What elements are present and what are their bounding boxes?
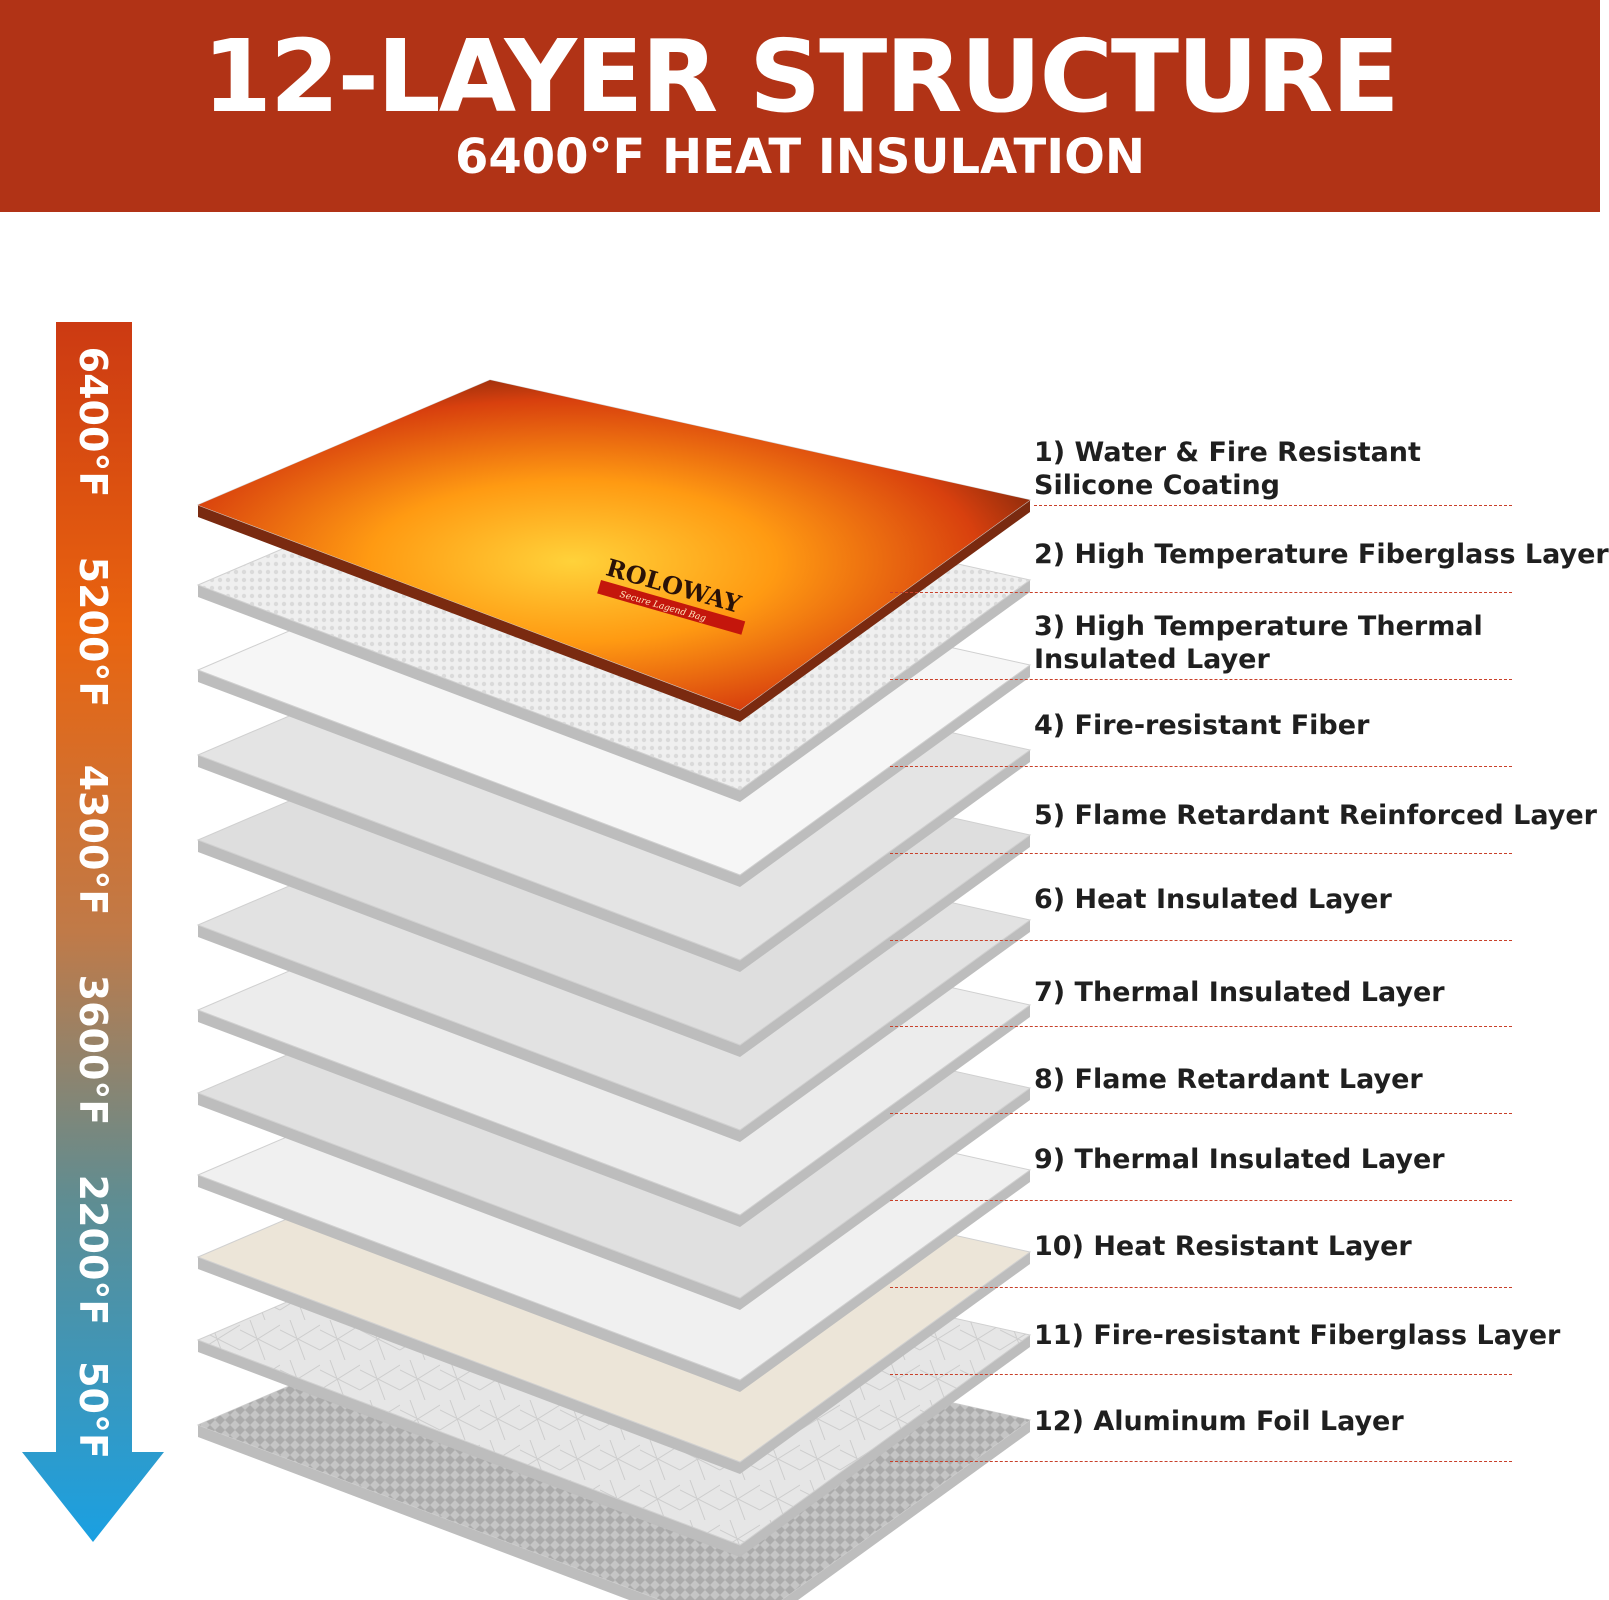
leader-line-8 <box>890 1113 1512 1114</box>
leader-line-12 <box>890 1461 1512 1462</box>
temperature-gradient-arrow <box>22 322 164 1542</box>
leader-line-7 <box>890 1026 1512 1027</box>
header-banner: 12-LAYER STRUCTURE 6400°F HEAT INSULATIO… <box>0 0 1600 212</box>
layer-label-7: 7) Thermal Insulated Layer <box>1034 977 1445 1008</box>
layer-sheet-1 <box>196 379 1032 722</box>
leader-line-3 <box>890 679 1512 680</box>
page-subtitle: 6400°F HEAT INSULATION <box>454 129 1146 185</box>
layer-label-4: 4) Fire-resistant Fiber <box>1034 710 1370 741</box>
leader-line-6 <box>890 940 1512 941</box>
leader-line-11 <box>890 1374 1512 1375</box>
leader-line-4 <box>890 766 1512 767</box>
leader-line-5 <box>890 853 1512 854</box>
leader-line-10 <box>890 1287 1512 1288</box>
leader-line-9 <box>890 1200 1512 1201</box>
layer-label-6: 6) Heat Insulated Layer <box>1034 884 1392 915</box>
layer-texture-1 <box>198 380 1030 710</box>
layer-label-2: 2) High Temperature Fiberglass Layer <box>1034 539 1609 570</box>
layer-label-11: 11) Fire-resistant Fiberglass Layer <box>1034 1320 1561 1351</box>
layer-label-3: 3) High Temperature Thermal Insulated La… <box>1034 611 1483 675</box>
layer-label-1: 1) Water & Fire Resistant Silicone Coati… <box>1034 437 1421 501</box>
page-title: 12-LAYER STRUCTURE <box>202 18 1399 135</box>
layer-label-9: 9) Thermal Insulated Layer <box>1034 1144 1445 1175</box>
leader-line-2 <box>890 592 1512 593</box>
layer-label-12: 12) Aluminum Foil Layer <box>1034 1406 1404 1437</box>
layer-label-10: 10) Heat Resistant Layer <box>1034 1231 1412 1262</box>
leader-line-1 <box>1034 505 1512 506</box>
layer-label-5: 5) Flame Retardant Reinforced Layer <box>1034 800 1597 831</box>
layer-label-8: 8) Flame Retardant Layer <box>1034 1064 1423 1095</box>
